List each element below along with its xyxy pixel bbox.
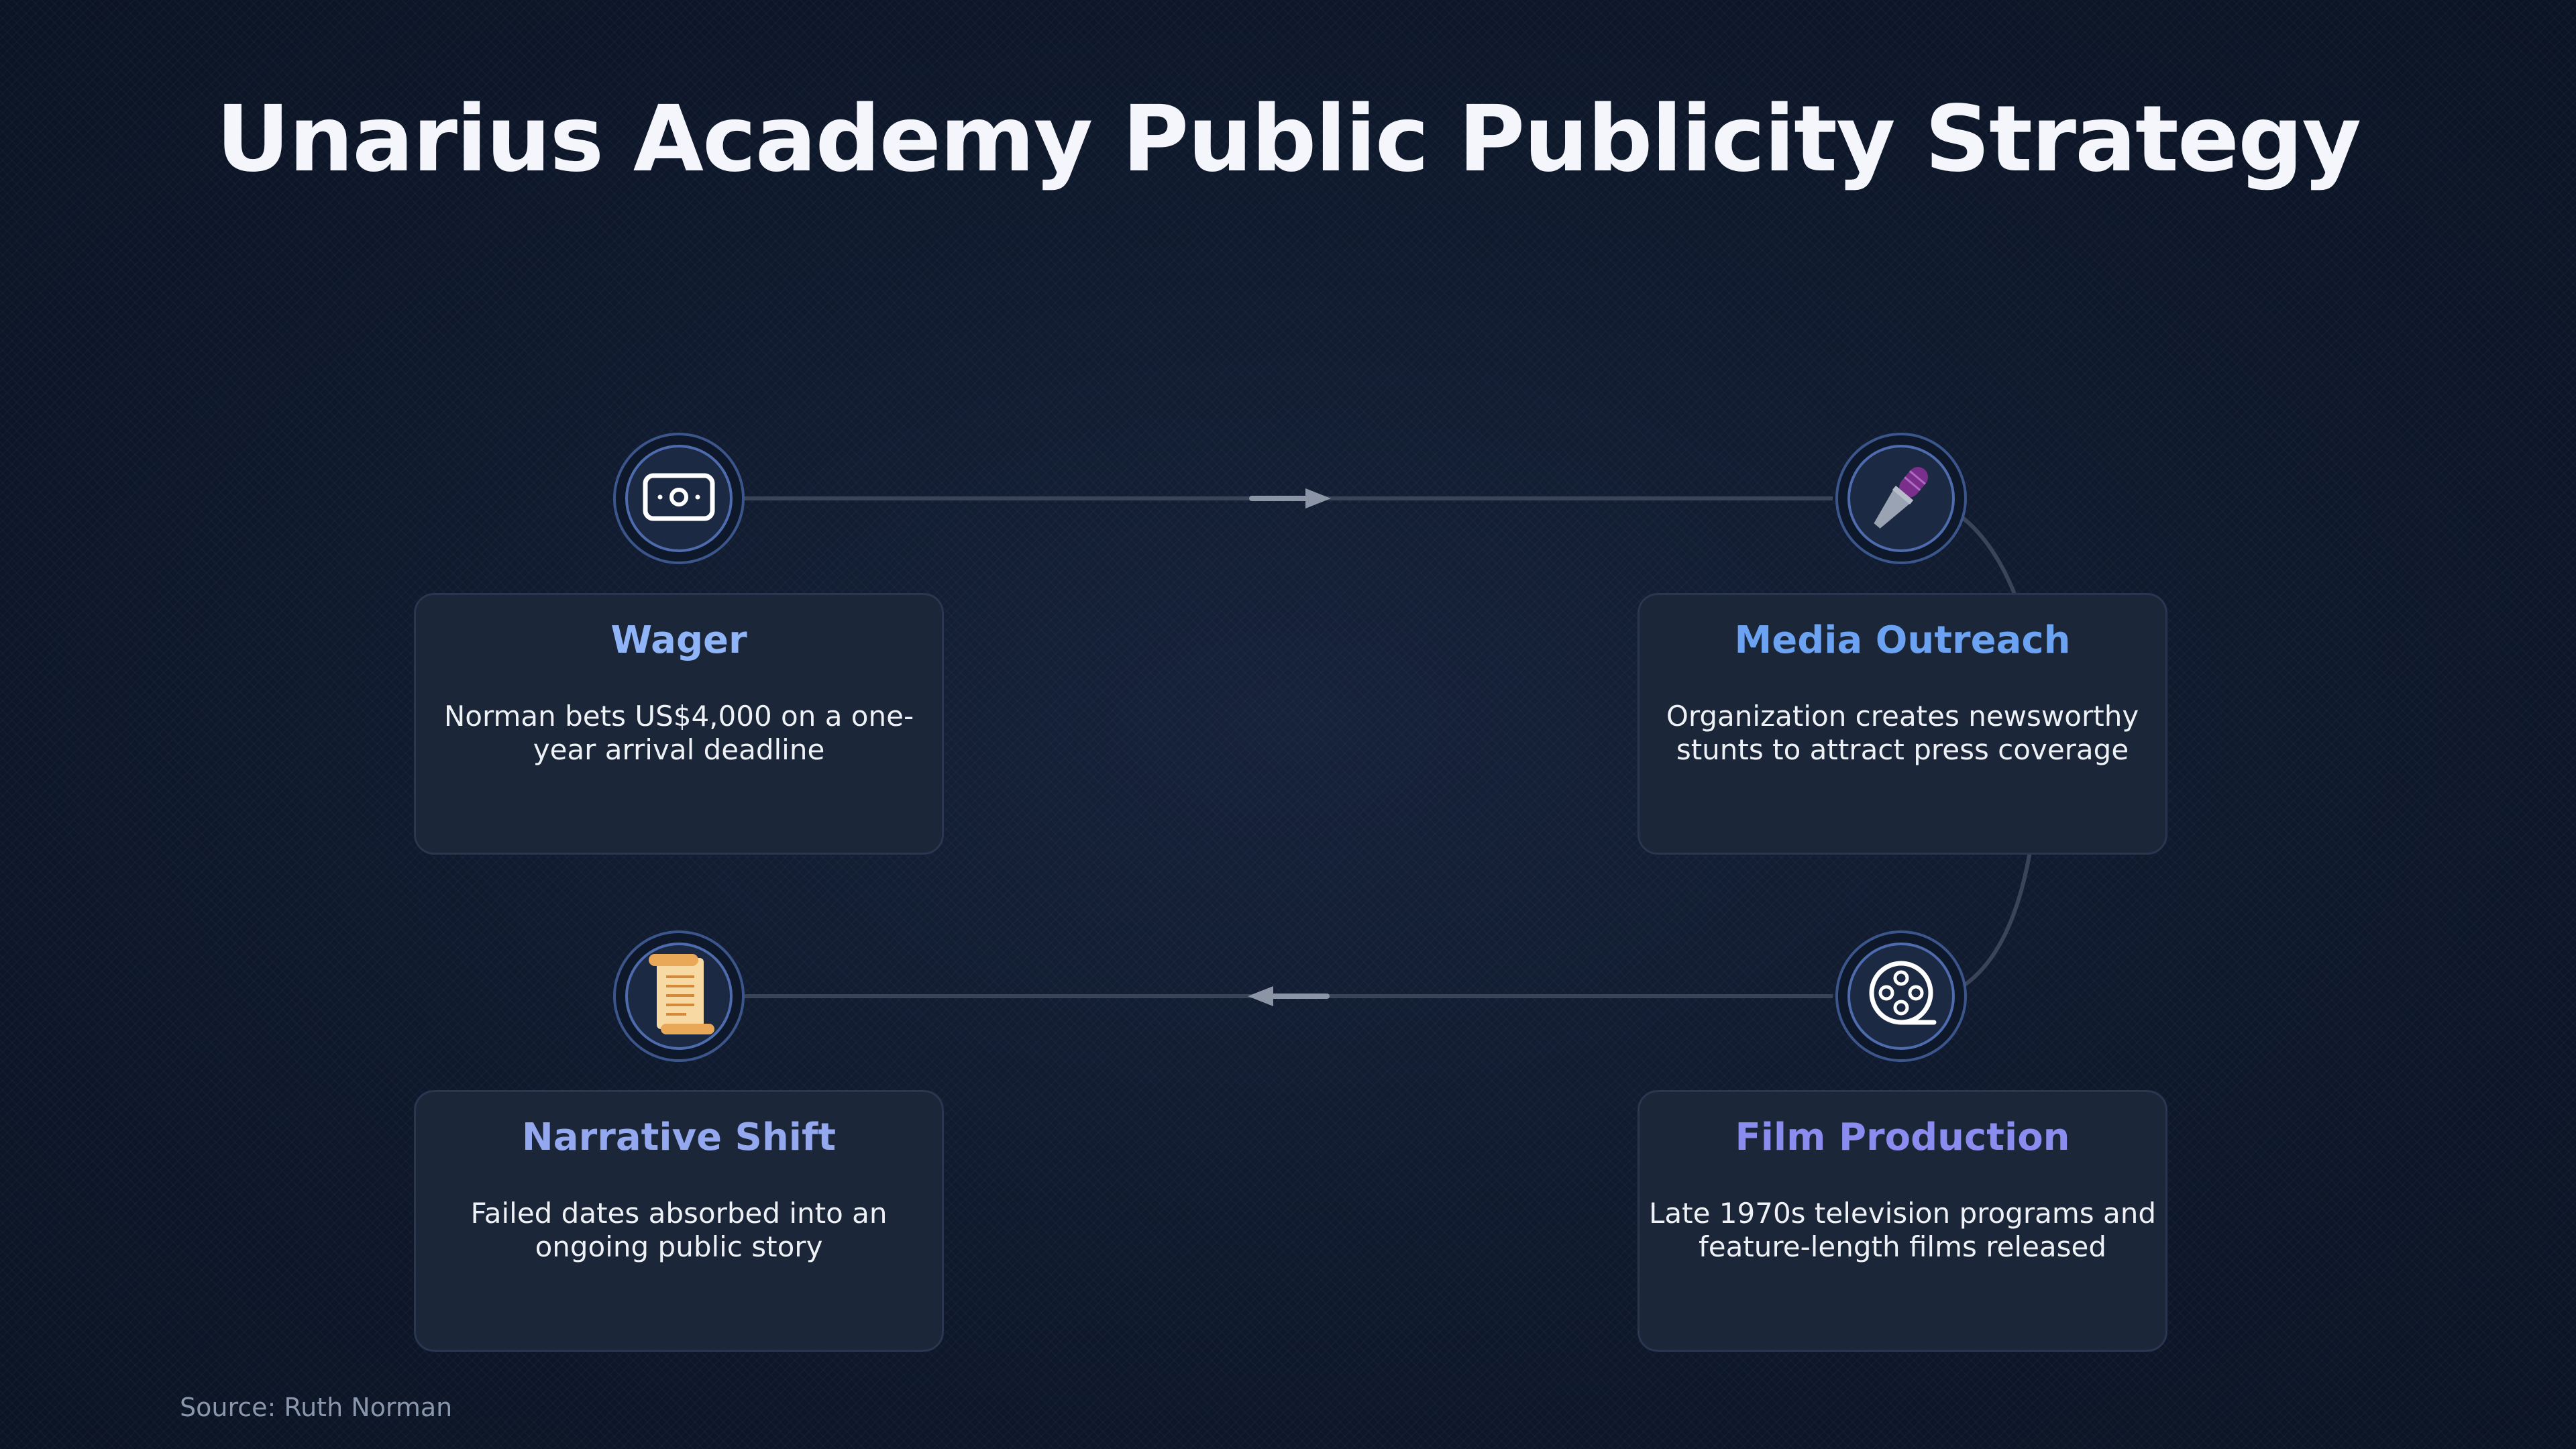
page-title: Unarius Academy Public Publicity Strateg…	[215, 87, 2361, 193]
microphone-icon	[1861, 457, 1941, 540]
step-title: Narrative Shift	[521, 1116, 837, 1159]
step-node-narrative-shift	[613, 930, 745, 1062]
step-node-media-outreach	[1835, 433, 1967, 564]
step-card-narrative-shift: Narrative Shift Failed dates absorbed in…	[414, 1090, 944, 1352]
step-node-film-production	[1835, 930, 1967, 1062]
step-card-film-production: Film Production Late 1970s television pr…	[1638, 1090, 2167, 1352]
step-node-wager	[613, 433, 745, 564]
scroll-icon	[642, 953, 716, 1040]
step-description: Late 1970s television programs and featu…	[1649, 1197, 2156, 1263]
step-title: Wager	[610, 619, 747, 662]
step-description: Organization creates newsworthy stunts t…	[1666, 700, 2139, 766]
step-description: Norman bets US$4,000 on a one-year arriv…	[443, 700, 914, 766]
step-card-media-outreach: Media Outreach Organization creates news…	[1638, 593, 2167, 855]
arrow-left-icon	[1248, 986, 1330, 1006]
step-card-wager: Wager Norman bets US$4,000 on a one-year…	[414, 593, 944, 855]
step-title: Film Production	[1735, 1116, 2070, 1159]
step-title: Media Outreach	[1734, 619, 2071, 662]
money-bill-icon	[643, 473, 715, 524]
step-description: Failed dates absorbed into an ongoing pu…	[470, 1197, 888, 1263]
film-reel-icon	[1864, 958, 1938, 1034]
arrow-right-icon	[1249, 488, 1331, 508]
source-note: Source: Ruth Norman	[180, 1393, 453, 1422]
